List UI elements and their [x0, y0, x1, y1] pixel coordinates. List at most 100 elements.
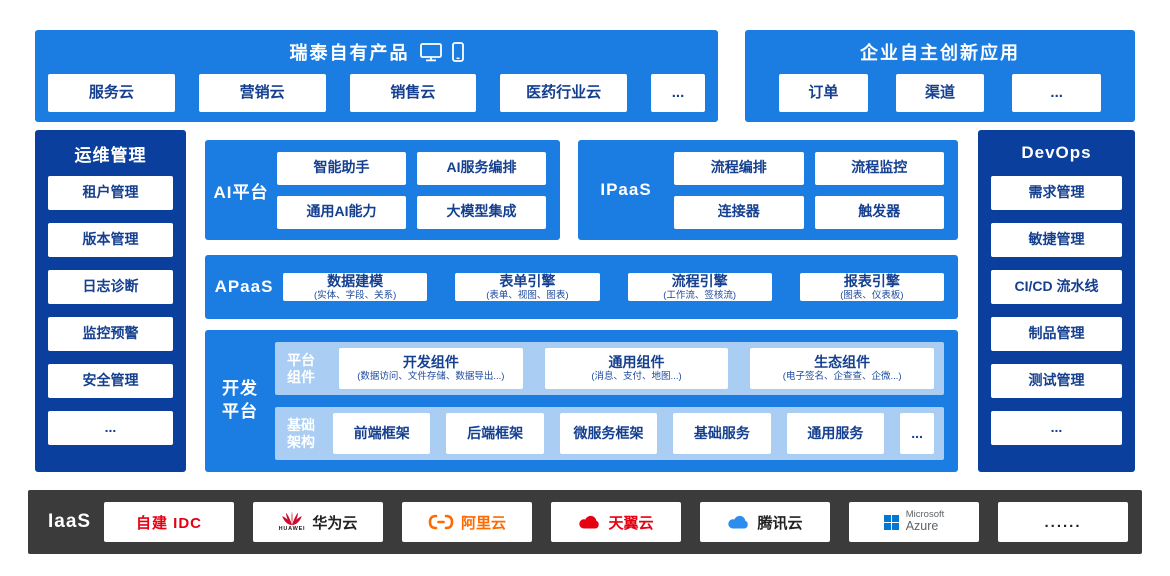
- iaas-providers: 自建 IDC HUAWEI 华为云: [104, 502, 1128, 542]
- dev-components: 开发组件 (数据访问、文件存储、数据导出...): [339, 348, 523, 389]
- devops-items: 需求管理 敏捷管理 CI/CD 流水线 制品管理 测试管理 ...: [978, 176, 1135, 472]
- innovation-apps-items: 订单 渠道 ...: [745, 74, 1135, 122]
- apaas-item-subtitle: (实体、字段、关系): [313, 289, 397, 301]
- innovation-apps-title: 企业自主创新应用: [860, 43, 1020, 63]
- apaas-item-subtitle: (工作流、签核流): [663, 289, 737, 301]
- ipaas-title: IPaaS: [600, 180, 652, 199]
- ai-service-orchestration: AI服务编排: [417, 151, 546, 185]
- product-service-cloud: 服务云: [48, 74, 175, 112]
- ai-llm-integration: 大模型集成: [417, 195, 546, 229]
- ipaas-flow-orchestration: 流程编排: [674, 151, 804, 185]
- ops-monitor-alert: 监控预警: [48, 317, 173, 351]
- ecosystem-components: 生态组件 (电子签名、企查查、企微...): [750, 348, 935, 389]
- infrastructure-row: 基础架构 前端框架 后端框架 微服务框架 基础服务 通用服务 ...: [275, 407, 944, 460]
- component-name: 生态组件: [814, 354, 871, 371]
- devops-artifact-mgmt: 制品管理: [991, 317, 1122, 351]
- ai-platform-items: 智能助手 AI服务编排 通用AI能力 大模型集成: [277, 140, 560, 241]
- ai-platform-panel: AI平台 智能助手 AI服务编排 通用AI能力 大模型集成: [205, 140, 560, 240]
- azure-label-line1: Microsoft: [905, 509, 945, 521]
- dev-platform-title-text: 开发平台: [222, 379, 258, 421]
- provider-alibaba-cloud: 阿里云: [402, 502, 532, 542]
- apaas-items: 数据建模 (实体、字段、关系) 表单引擎 (表单、视图、图表) 流程引擎 (工作…: [283, 263, 958, 311]
- tencent-cloud-label: 腾讯云: [757, 514, 803, 532]
- monitor-icon: [419, 42, 443, 62]
- innovation-apps-panel: 企业自主创新应用 订单 渠道 ...: [745, 30, 1135, 122]
- ops-management-title: 运维管理: [74, 145, 147, 165]
- huawei-brand-text: HUAWEI: [278, 526, 306, 533]
- apaas-item-subtitle: (表单、视图、图表): [486, 289, 569, 301]
- ops-security-mgmt: 安全管理: [48, 364, 173, 398]
- apaas-item-name: 数据建模: [327, 272, 384, 289]
- smartphone-icon: [451, 42, 464, 62]
- infra-common-services: 通用服务: [786, 413, 885, 454]
- product-sales-cloud: 销售云: [349, 74, 477, 112]
- apaas-item-name: 流程引擎: [671, 272, 728, 289]
- product-marketing-cloud: 营销云: [198, 74, 326, 112]
- component-name: 开发组件: [402, 354, 459, 371]
- ai-assistant: 智能助手: [277, 151, 406, 185]
- apaas-item-subtitle: (图表、仪表板): [840, 289, 904, 301]
- app-more: ...: [1012, 74, 1102, 112]
- ops-log-diagnosis: 日志诊断: [48, 270, 173, 304]
- tencent-cloud-logo-icon: [727, 514, 750, 530]
- dev-platform-rows: 平台组件 开发组件 (数据访问、文件存储、数据导出...) 通用组件 (消息、支…: [275, 330, 958, 472]
- component-subtitle: (消息、支付、地图...): [591, 371, 682, 383]
- apaas-report-engine: 报表引擎 (图表、仪表板): [799, 272, 944, 302]
- ipaas-flow-monitor: 流程监控: [814, 151, 944, 185]
- component-name: 通用组件: [608, 354, 665, 371]
- dev-platform-panel: 开发平台 平台组件 开发组件 (数据访问、文件存储、数据导出...) 通用组件 …: [205, 330, 958, 472]
- app-channels: 渠道: [895, 74, 985, 112]
- ctyun-label: 天翼云: [608, 514, 654, 532]
- provider-microsoft-azure: Microsoft Azure: [849, 502, 979, 542]
- product-pharma-cloud: 医药行业云: [500, 74, 627, 112]
- more-providers-label: ......: [1044, 513, 1082, 531]
- devops-cicd-pipeline: CI/CD 流水线: [991, 270, 1122, 304]
- devops-requirement-mgmt: 需求管理: [991, 176, 1122, 210]
- iaas-bar: IaaS 自建 IDC HUAWEI 华为云: [28, 490, 1142, 554]
- own-products-panel: 瑞泰自有产品 服务云 营销云 销售云 医药行业云 ...: [35, 30, 718, 122]
- microsoft-logo-icon: [883, 514, 899, 530]
- alibaba-cloud-logo-icon: [428, 514, 454, 530]
- platform-components-label: 平台组件: [287, 351, 315, 385]
- ops-more: ...: [48, 411, 173, 445]
- ai-general-capability: 通用AI能力: [277, 195, 406, 229]
- app-orders: 订单: [779, 74, 868, 112]
- provider-huawei-cloud: HUAWEI 华为云: [253, 502, 383, 542]
- infra-backend-framework: 后端框架: [446, 413, 544, 454]
- component-subtitle: (数据访问、文件存储、数据导出...): [357, 371, 505, 383]
- provider-more: ......: [998, 502, 1128, 542]
- devops-agile-mgmt: 敏捷管理: [991, 223, 1122, 257]
- azure-label-line2: Azure: [905, 519, 939, 534]
- ai-platform-title: AI平台: [213, 182, 269, 202]
- ctyun-cloud-logo-icon: [578, 514, 601, 530]
- infra-basic-services: 基础服务: [673, 413, 771, 454]
- apaas-item-name: 报表引擎: [843, 272, 900, 289]
- ops-tenant-mgmt: 租户管理: [48, 176, 173, 210]
- provider-tencent-cloud: 腾讯云: [700, 502, 830, 542]
- ipaas-trigger: 触发器: [814, 195, 944, 229]
- common-components: 通用组件 (消息、支付、地图...): [544, 348, 729, 389]
- ops-management-items: 租户管理 版本管理 日志诊断 监控预警 安全管理 ...: [35, 176, 186, 472]
- ipaas-connector: 连接器: [674, 195, 804, 229]
- huawei-logo-icon: HUAWEI: [279, 511, 306, 533]
- apaas-form-engine: 表单引擎 (表单、视图、图表): [455, 272, 600, 302]
- own-products-title: 瑞泰自有产品: [289, 43, 410, 63]
- dev-platform-title: 开发平台: [205, 378, 275, 424]
- devops-test-mgmt: 测试管理: [991, 364, 1122, 398]
- platform-components-row: 平台组件 开发组件 (数据访问、文件存储、数据导出...) 通用组件 (消息、支…: [275, 342, 944, 395]
- infra-more: ...: [900, 413, 935, 454]
- own-products-items: 服务云 营销云 销售云 医药行业云 ...: [35, 74, 718, 122]
- innovation-apps-title-row: 企业自主创新应用: [745, 30, 1135, 74]
- own-products-title-row: 瑞泰自有产品: [35, 30, 718, 74]
- ipaas-panel: IPaaS 流程编排 流程监控 连接器 触发器: [578, 140, 958, 240]
- idc-label: 自建 IDC: [135, 514, 202, 532]
- provider-self-built-idc: 自建 IDC: [104, 502, 234, 542]
- apaas-item-name: 表单引擎: [499, 272, 556, 289]
- apaas-data-modeling: 数据建模 (实体、字段、关系): [283, 272, 428, 302]
- apaas-workflow-engine: 流程引擎 (工作流、签核流): [627, 272, 772, 302]
- product-more: ...: [651, 74, 705, 112]
- apaas-title: APaaS: [214, 277, 274, 296]
- devops-title: DevOps: [1021, 143, 1092, 162]
- infrastructure-label: 基础架构: [287, 416, 315, 450]
